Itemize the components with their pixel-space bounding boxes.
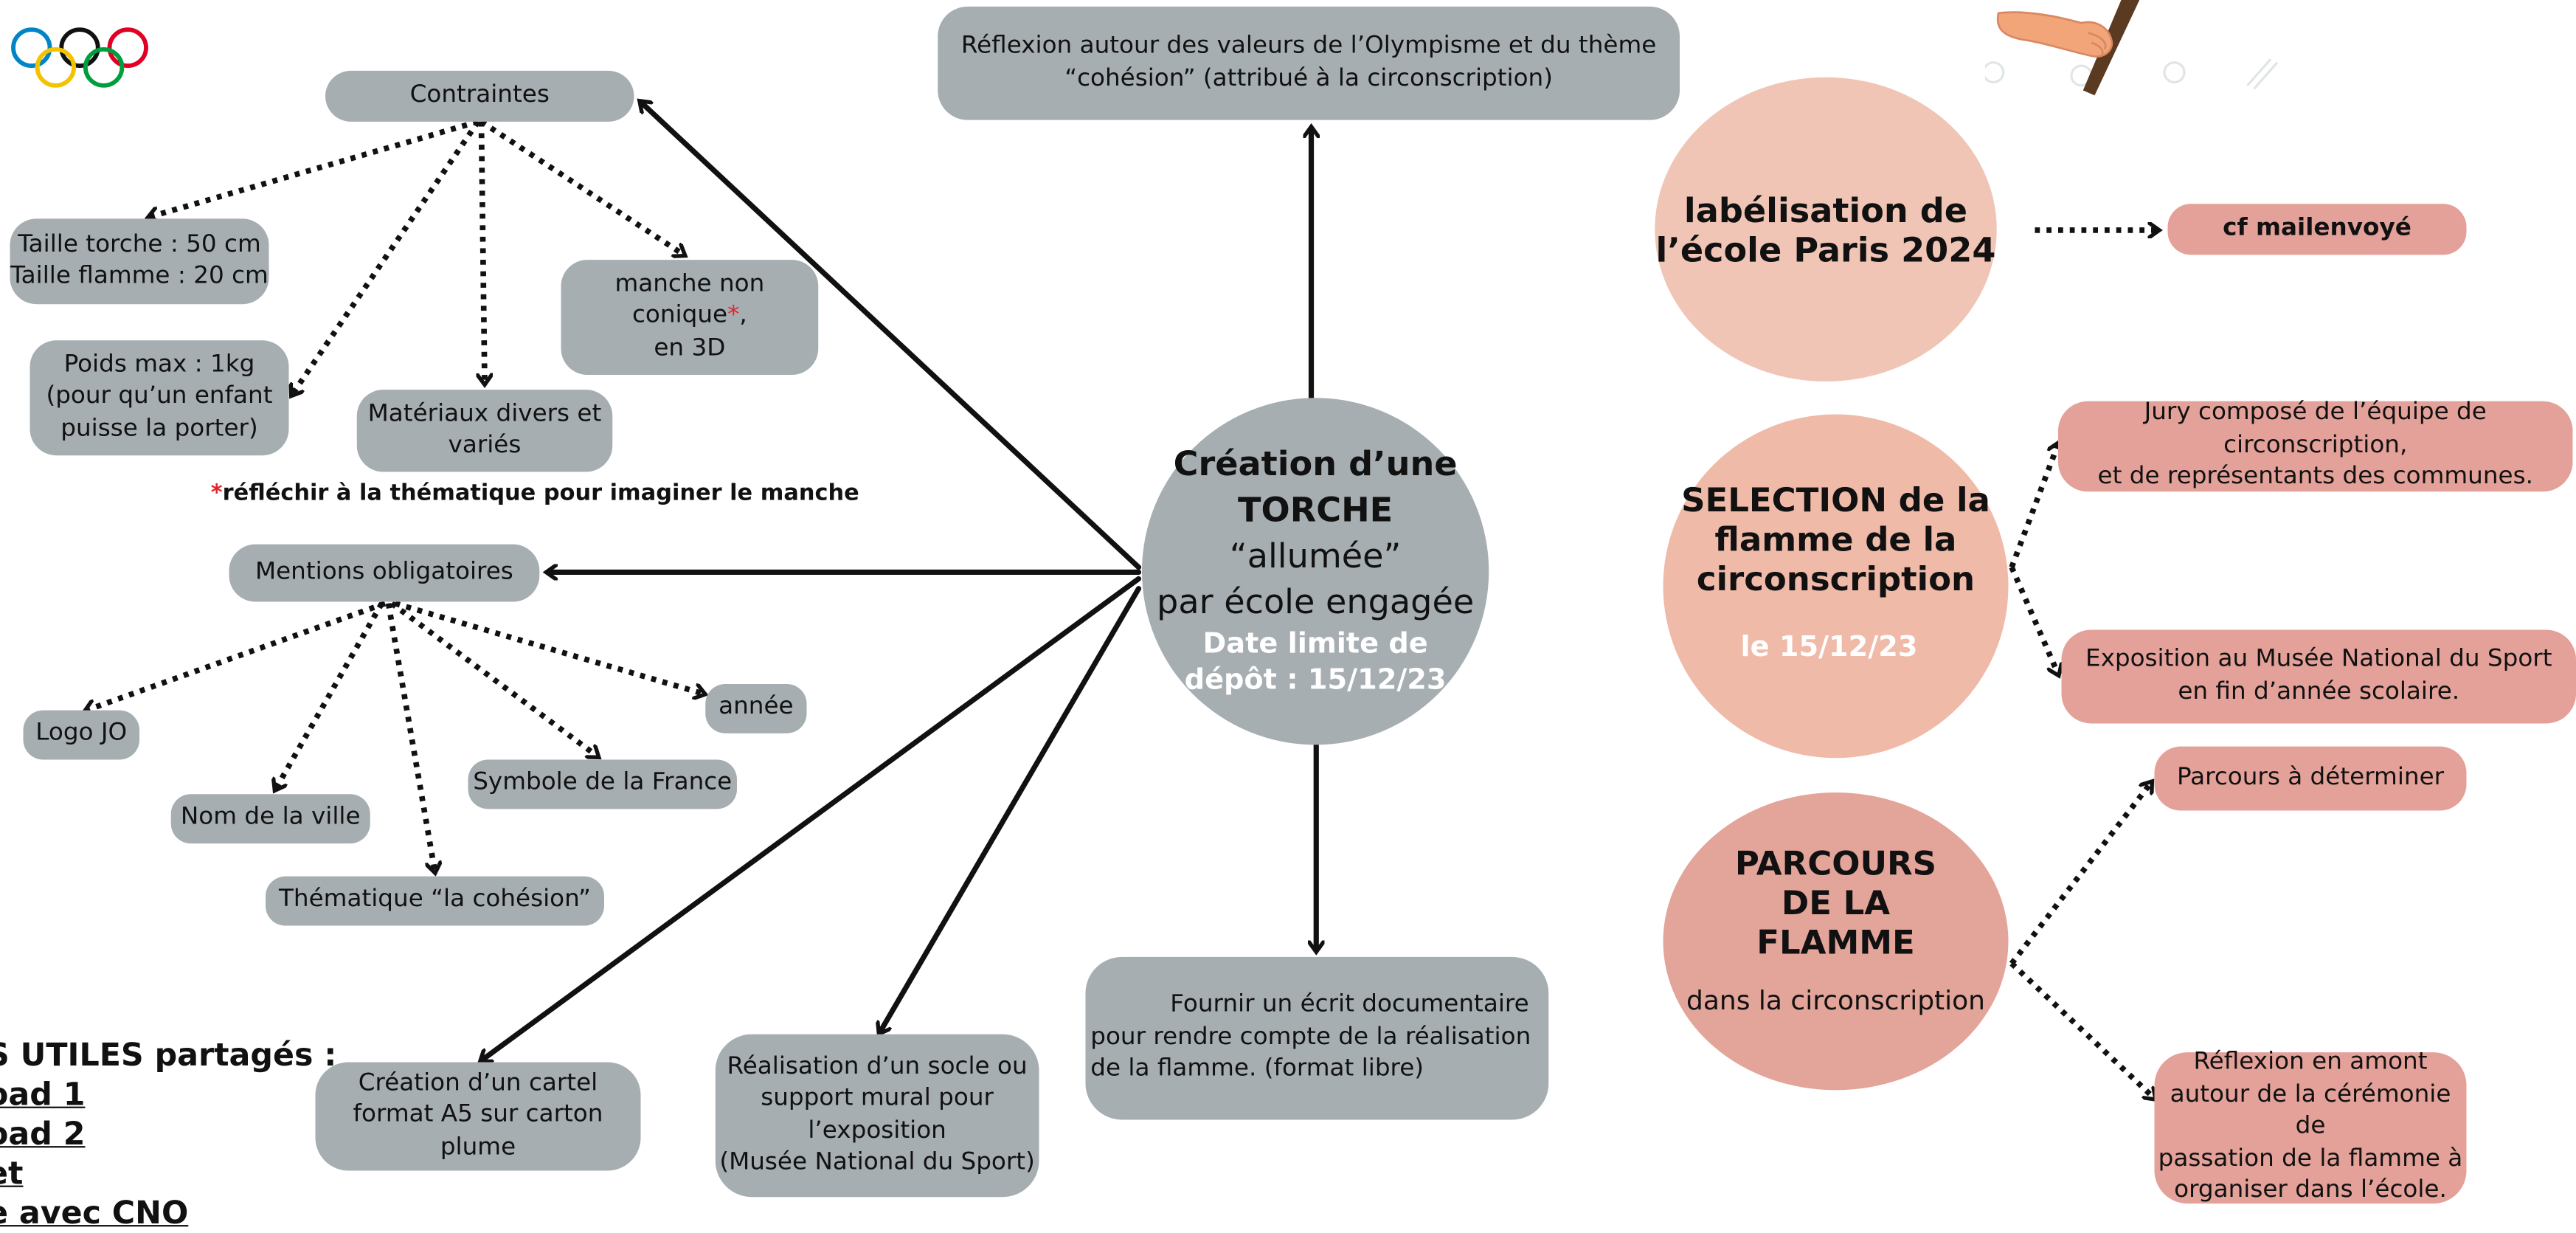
- resource-link-cno[interactable]: e avec CNO: [0, 1195, 188, 1232]
- resource-link-pad1[interactable]: oad 1: [0, 1077, 85, 1113]
- mail-pill: cf mailenvoyé: [2168, 204, 2467, 255]
- selection-date: le 15/12/23: [1740, 631, 1917, 664]
- hub-deadline-1: Date limite de: [1142, 626, 1489, 663]
- resources-heading: S UTILES partagés :: [0, 1036, 336, 1075]
- dotted-to-manche: [482, 122, 685, 255]
- resources-list: S UTILES partagés : oad 1 oad 2 et e ave…: [0, 1036, 336, 1233]
- dotted-to-parcours-pill: [2012, 783, 2151, 964]
- parcours-subtitle: dans la circonscription: [1686, 985, 1985, 1016]
- manche-note: *réfléchir à la thématique pour imaginer…: [211, 480, 859, 507]
- dotted-to-annee: [395, 604, 704, 694]
- hub-deadline-2: dépôt : 15/12/23: [1142, 663, 1489, 699]
- dotted-to-logo: [86, 604, 385, 711]
- arrow-to-cartel: [482, 578, 1139, 1060]
- dotted-to-symbole: [392, 604, 598, 756]
- hand-torch-illustration: [1985, 0, 2284, 102]
- dotted-to-taille: [150, 122, 479, 217]
- dotted-to-poids: [292, 122, 478, 395]
- central-hub-torche: Création d’une TORCHE “allumée” par écol…: [1142, 398, 1489, 745]
- parcours-pill: Parcours à déterminer: [2155, 747, 2467, 811]
- resource-link-et[interactable]: et: [0, 1156, 23, 1192]
- dotted-to-materiaux: [482, 122, 485, 383]
- manche-node: manche non conique*, en 3D: [561, 260, 819, 375]
- dotted-to-jury: [2012, 444, 2058, 567]
- dotted-to-expo: [2012, 567, 2058, 674]
- reflexion-valeurs-box: Réflexion autour des valeurs de l’Olympi…: [938, 7, 1680, 120]
- logo-jo-node: Logo JO: [24, 711, 140, 760]
- page-title: ARIS 2024: [7, 0, 268, 7]
- hub-title-2: TORCHE: [1142, 487, 1489, 533]
- dotted-to-reflexion-amont: [2012, 964, 2155, 1099]
- ville-node: Nom de la ville: [171, 794, 370, 843]
- annee-node: année: [705, 684, 806, 733]
- hub-line-4: par école engagée: [1142, 578, 1489, 624]
- jury-pill: Jury composé de l’équipe de circonscript…: [2058, 401, 2573, 492]
- contraintes-node: Contraintes: [325, 71, 634, 122]
- dotted-to-ville: [276, 604, 382, 790]
- hub-title-1: Création d’une: [1142, 441, 1489, 486]
- resource-link-pad2[interactable]: oad 2: [0, 1116, 85, 1153]
- dotted-to-thematique: [389, 604, 435, 871]
- thematique-node: Thématique “la cohésion”: [266, 877, 604, 926]
- hub-line-3: “allumée”: [1142, 533, 1489, 578]
- olympic-rings-logo: [7, 23, 153, 95]
- mentions-node: Mentions obligatoires: [229, 545, 540, 602]
- symbole-node: Symbole de la France: [468, 759, 738, 809]
